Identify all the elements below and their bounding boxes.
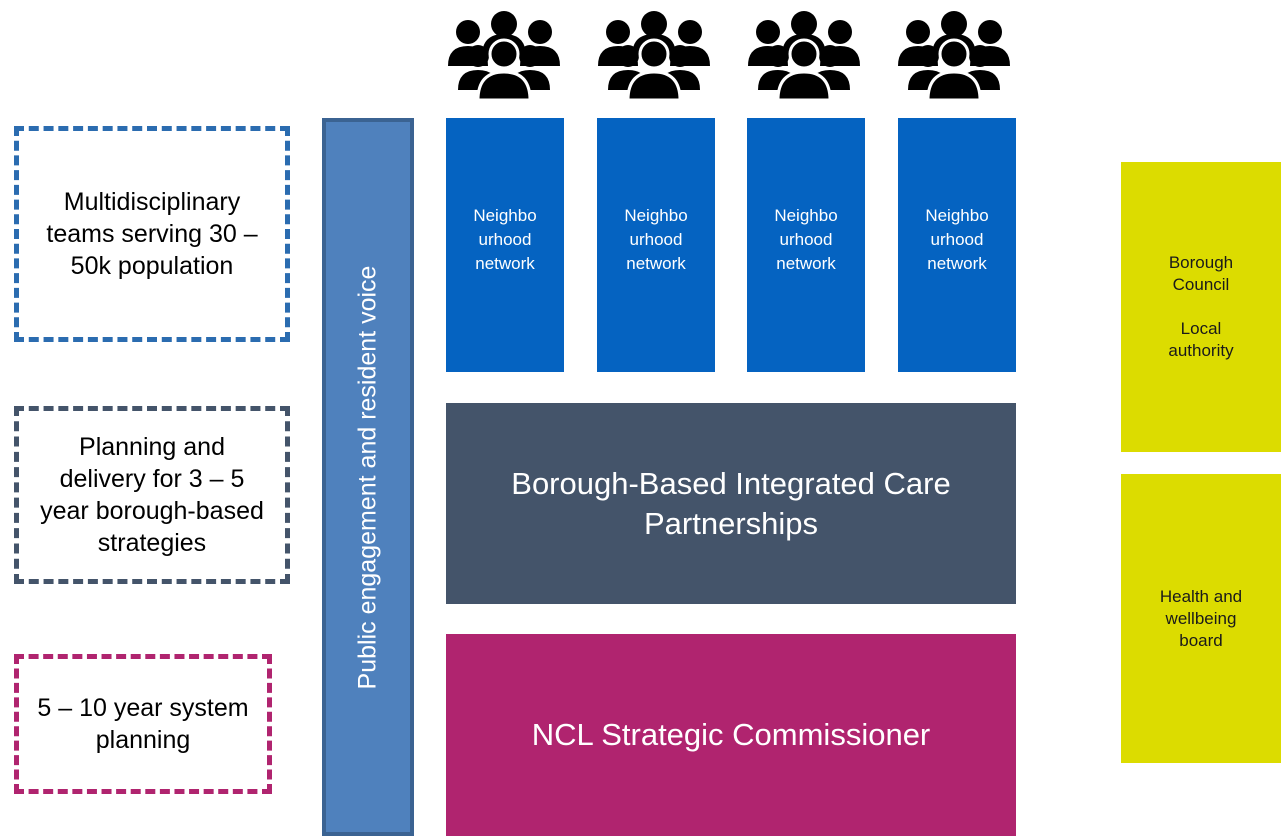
health-wellbeing-board-box: Health and wellbeing board: [1121, 474, 1281, 763]
public-engagement-text: Public engagement and resident voice: [353, 265, 382, 689]
neighbourhood-network-label: Neighbo urhood network: [774, 206, 838, 273]
left-box-system-text: 5 – 10 year system planning: [37, 694, 249, 754]
public-engagement-bar: Public engagement and resident voice: [322, 118, 414, 836]
ncl-strategic-commissioner-box: NCL Strategic Commissioner: [446, 634, 1016, 836]
neighbourhood-network-1: Neighbo urhood network: [446, 118, 564, 372]
neighbourhood-network-3: Neighbo urhood network: [747, 118, 865, 372]
neighbourhood-network-label: Neighbo urhood network: [925, 206, 989, 273]
neighbourhood-network-4: Neighbo urhood network: [898, 118, 1016, 372]
ncl-strategic-commissioner-text: NCL Strategic Commissioner: [531, 717, 931, 752]
integrated-care-partnerships-box: Borough-Based Integrated Care Partnershi…: [446, 403, 1016, 604]
people-group-icon: [894, 10, 1014, 102]
neighbourhood-network-label: Neighbo urhood network: [473, 206, 537, 273]
left-box-mdt-text: Multidisciplinary teams serving 30 – 50k…: [46, 188, 258, 280]
left-box-planning-text: Planning and delivery for 3 – 5 year bor…: [40, 433, 264, 557]
people-group-icon: [444, 10, 564, 102]
left-box-mdt: Multidisciplinary teams serving 30 – 50k…: [14, 126, 290, 342]
neighbourhood-network-2: Neighbo urhood network: [597, 118, 715, 372]
borough-council-box: Borough Council Local authority: [1121, 162, 1281, 452]
left-box-planning: Planning and delivery for 3 – 5 year bor…: [14, 406, 290, 584]
left-box-system: 5 – 10 year system planning: [14, 654, 272, 794]
neighbourhood-network-label: Neighbo urhood network: [624, 206, 688, 273]
health-wellbeing-board-text: Health and wellbeing board: [1159, 586, 1243, 650]
borough-council-text: Borough Council Local authority: [1168, 253, 1234, 360]
integrated-care-partnerships-text: Borough-Based Integrated Care Partnershi…: [511, 465, 951, 541]
people-group-icon: [594, 10, 714, 102]
people-group-icon: [744, 10, 864, 102]
